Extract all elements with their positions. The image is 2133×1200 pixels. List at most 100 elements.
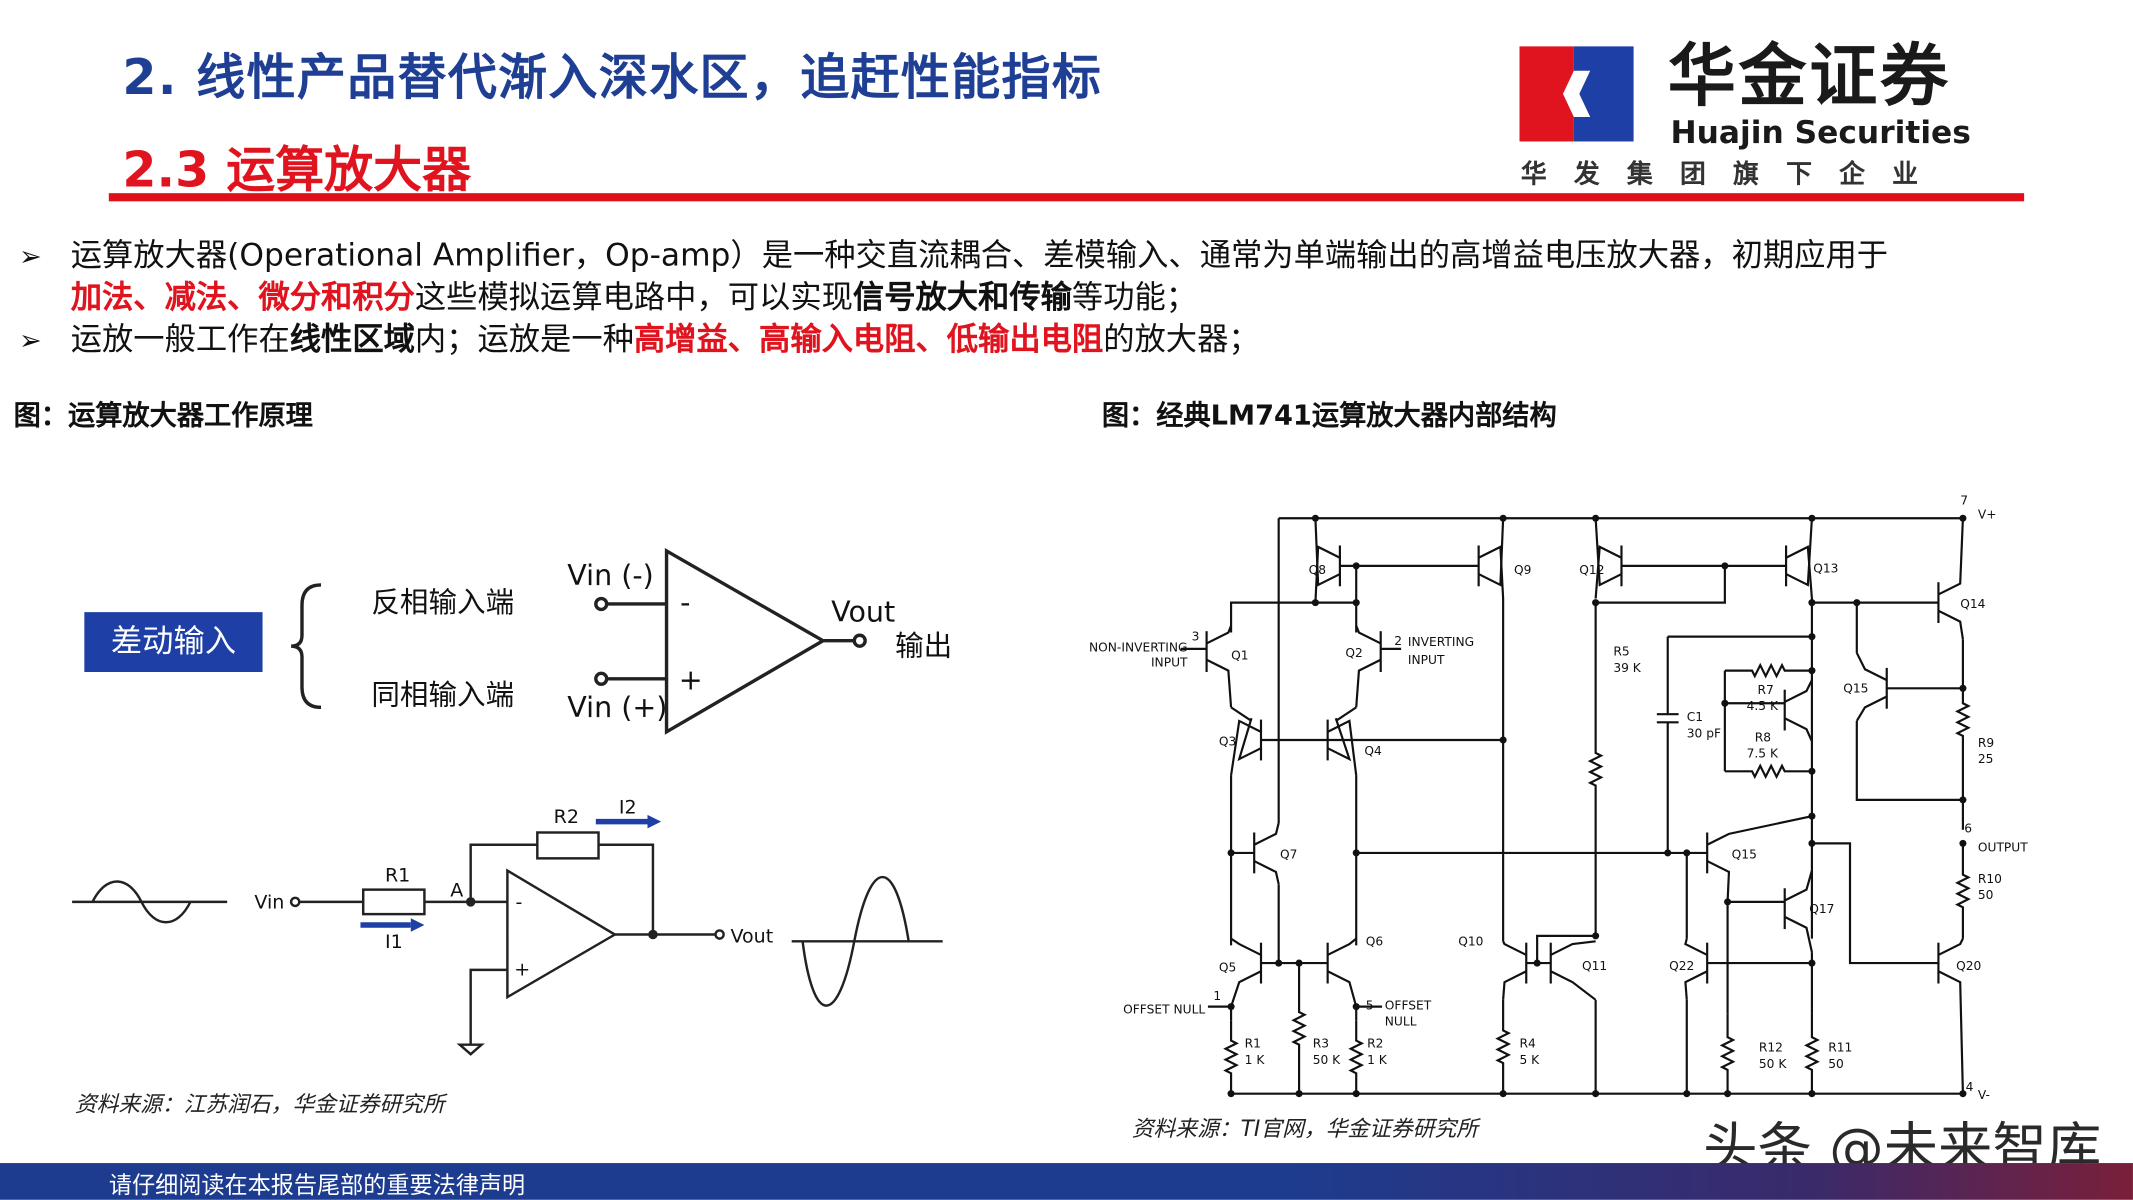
inverting-input-pin-label: INVERTING bbox=[1408, 635, 1474, 649]
junction-dot bbox=[1683, 849, 1691, 857]
r2-label: R2 bbox=[554, 806, 579, 828]
capacitor-value: 30 pF bbox=[1687, 726, 1721, 740]
resistor-value: 25 bbox=[1978, 752, 1994, 766]
transistor-icon bbox=[1937, 609, 1964, 640]
noninverting-input-pin-label: NON-INVERTING bbox=[1089, 641, 1188, 655]
junction-dot bbox=[1721, 699, 1729, 707]
right-figure-caption: 图：经典LM741运算放大器内部结构 bbox=[1101, 398, 1557, 432]
wire bbox=[1335, 706, 1357, 722]
wire bbox=[1230, 706, 1253, 722]
junction-dot bbox=[1959, 684, 1967, 692]
noninverting-input-pin-label: INPUT bbox=[1151, 656, 1188, 670]
transistor-icon bbox=[1937, 970, 1965, 1094]
transistor-icon bbox=[1502, 940, 1527, 956]
junction-dot bbox=[1959, 796, 1967, 804]
resistor-label: R1 bbox=[1245, 1036, 1261, 1050]
transistor-icon bbox=[1785, 545, 1814, 599]
junction-dot bbox=[1352, 849, 1360, 857]
transistor-icon bbox=[1229, 719, 1262, 776]
bullet-arrow-icon: ➢ bbox=[19, 239, 42, 273]
vout-label: Vout bbox=[831, 595, 895, 629]
junction-dot bbox=[1724, 1090, 1732, 1098]
resistor-value: 39 K bbox=[1613, 661, 1641, 675]
junction-dot bbox=[1499, 736, 1507, 744]
junction-dot bbox=[1295, 959, 1303, 967]
transistor-icon bbox=[1478, 518, 1505, 587]
junction-dot bbox=[1352, 1003, 1360, 1011]
transistor-label: Q11 bbox=[1582, 959, 1607, 973]
transistor-icon bbox=[1550, 970, 1597, 1001]
logo-name-en: Huajin Securities bbox=[1670, 115, 1971, 151]
section-subtitle: 2.3 运算放大器 bbox=[122, 142, 472, 199]
node-a-label: A bbox=[450, 879, 463, 901]
pin-label: 1 bbox=[1213, 989, 1221, 1003]
resistor-value: 50 bbox=[1978, 888, 1994, 902]
inverting-input-pin-label: INPUT bbox=[1408, 653, 1445, 667]
resistor-label: R2 bbox=[1367, 1036, 1383, 1050]
company-logo-icon bbox=[1519, 46, 1634, 142]
transistor-label: Q15 bbox=[1732, 847, 1757, 861]
pin-label: 3 bbox=[1192, 630, 1200, 644]
resistor-icon bbox=[1495, 999, 1512, 1094]
transistor-icon bbox=[1314, 545, 1341, 603]
resistor-label: R12 bbox=[1759, 1041, 1783, 1055]
vin-plus-label: Vin (+) bbox=[567, 690, 667, 724]
wire bbox=[1229, 601, 1357, 633]
offset-null-pin-label: OFFSET NULL bbox=[1123, 1002, 1205, 1016]
transistor-label: Q2 bbox=[1345, 646, 1362, 660]
i2-label: I2 bbox=[619, 796, 637, 818]
header-divider bbox=[108, 193, 2025, 202]
capacitor-label: C1 bbox=[1687, 710, 1703, 724]
transistor-icon bbox=[1594, 518, 1622, 587]
junction-dot bbox=[1592, 514, 1600, 522]
transistor-icon bbox=[1314, 518, 1341, 587]
emphasis-text: 加法、减法、微分和积分 bbox=[70, 280, 415, 316]
junction-dot bbox=[1592, 599, 1600, 607]
offset-null-pin-label: NULL bbox=[1385, 1015, 1417, 1029]
transistor-icon bbox=[1327, 937, 1357, 956]
vplus-label: V+ bbox=[1978, 507, 1997, 521]
resistor-icon bbox=[1955, 639, 1971, 800]
transistor-icon bbox=[1855, 652, 1888, 682]
minus-sign: - bbox=[680, 585, 690, 619]
offset-null-pin-label: OFFSET bbox=[1385, 998, 1432, 1012]
junction-dot bbox=[1853, 599, 1861, 607]
transistor-icon bbox=[1327, 719, 1358, 776]
resistor-icon bbox=[1348, 1020, 1365, 1094]
bullet-text: 这些模拟运算电路中，可以实现 bbox=[414, 280, 853, 316]
junction-dot bbox=[1959, 839, 1967, 847]
resistor-icon bbox=[1587, 602, 1604, 936]
pin-label: 6 bbox=[1964, 822, 1972, 836]
differential-input-box: 差动输入 bbox=[84, 612, 263, 672]
transistor-label: Q4 bbox=[1364, 744, 1382, 758]
bullet-text: 运放一般工作在 bbox=[70, 322, 290, 358]
junction-dot bbox=[1721, 562, 1729, 570]
pin-label: 5 bbox=[1366, 998, 1374, 1012]
brace-icon bbox=[291, 583, 322, 710]
plus-sign-2: + bbox=[514, 958, 530, 980]
junction-dot bbox=[1592, 932, 1600, 940]
transistor-icon bbox=[1855, 695, 1888, 722]
resistor-label: R5 bbox=[1613, 645, 1629, 659]
footer-disclaimer[interactable]: 请仔细阅读在本报告尾部的重要法律声明 bbox=[108, 1172, 526, 1200]
transistor-label: Q5 bbox=[1219, 960, 1236, 974]
junction-dot bbox=[1227, 1003, 1235, 1011]
transistor-icon bbox=[1937, 518, 1965, 596]
transistor-label: Q7 bbox=[1280, 847, 1297, 861]
junction-dot bbox=[1808, 839, 1816, 847]
junction-dot bbox=[1808, 599, 1816, 607]
junction-dot bbox=[1664, 849, 1672, 857]
junction-dot bbox=[1592, 1090, 1600, 1098]
vin-label: Vin bbox=[254, 892, 284, 914]
bullet-2: ➢运放一般工作在线性区域内；运放是一种高增益、高输入电阻、低输出电阻的放大器； bbox=[19, 313, 1260, 359]
page-title: 2. 线性产品替代渐入深水区，追赶性能指标 bbox=[122, 50, 1103, 107]
r1-label: R1 bbox=[385, 864, 410, 886]
resistor-icon bbox=[1724, 662, 1812, 679]
vin-minus-label: Vin (-) bbox=[567, 558, 654, 592]
junction-dot bbox=[1352, 599, 1360, 607]
resistor-label: R9 bbox=[1978, 736, 1994, 750]
wire bbox=[1811, 842, 1939, 965]
left-source-note: 资料来源：江苏润石，华金证券研究所 bbox=[74, 1090, 445, 1117]
transistor-icon bbox=[1230, 937, 1262, 956]
